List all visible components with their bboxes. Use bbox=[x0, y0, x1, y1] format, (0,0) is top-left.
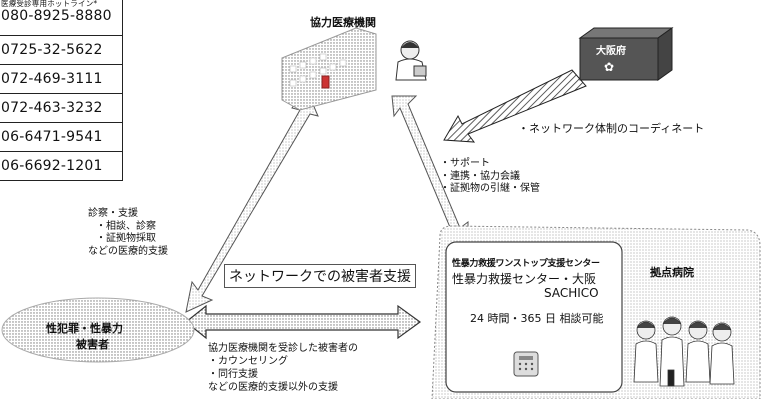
note-line: などの医療的支援以外の支援 bbox=[208, 382, 338, 393]
note-line: ・証拠物採取 bbox=[96, 233, 156, 244]
hotline-cell: 医療受診専用ホットライン* 080-8925-8880 bbox=[0, 0, 123, 36]
note-line: ・証拠物の引継・保管 bbox=[440, 183, 540, 194]
victim-center-arrow bbox=[185, 304, 422, 340]
center-box bbox=[445, 241, 623, 393]
phone-number: 072-469-3111 bbox=[0, 64, 123, 94]
note-line: ・カウンセリング bbox=[208, 356, 288, 367]
osaka-box-front bbox=[579, 37, 659, 81]
osaka-emblem-icon: ✿ bbox=[604, 60, 615, 74]
center-header: 性暴力救援ワンストップ支援センター bbox=[452, 259, 600, 269]
note-line: ・サポート bbox=[440, 158, 490, 169]
hotline-title: 医療受診専用ホットライン* bbox=[1, 0, 98, 8]
hospital-victim-note: 診察・支援 ・相談、診察 ・証拠物採取 などの医療的支援 bbox=[88, 208, 168, 258]
coordinate-label: ・ネットワーク体制のコーディネート bbox=[518, 122, 705, 135]
telephone-icon bbox=[513, 351, 539, 377]
note-line: 協力医療機関を受診した被害者の bbox=[208, 343, 358, 354]
note-line: ・同行支援 bbox=[208, 369, 258, 380]
victim-ellipse bbox=[1, 297, 195, 363]
note-line: などの医療的支援 bbox=[88, 245, 168, 257]
note-line: ・連携・協力会議 bbox=[440, 170, 520, 182]
center-hours: 24 時間・365 日 相談可能 bbox=[470, 312, 604, 325]
osaka-box-top bbox=[578, 27, 674, 39]
hotline-table: 医療受診専用ホットライン* 080-8925-8880 0725-32-5622… bbox=[0, 0, 123, 181]
hospital-victim-arrow bbox=[185, 86, 319, 313]
victim-label-1: 性犯罪・性暴力 bbox=[46, 322, 123, 335]
medical-staff-icon bbox=[633, 316, 735, 387]
phone-number: 06-6692-1201 bbox=[0, 151, 123, 181]
center-hospital-note: ・サポート ・連携・協力会議 ・証拠物の引継・保管 bbox=[440, 158, 540, 196]
victim-label-2: 被害者 bbox=[76, 338, 109, 351]
center-victim-note: 協力医療機関を受診した被害者の ・カウンセリング ・同行支援 などの医療的支援以… bbox=[208, 342, 358, 394]
center-name-2: SACHICO bbox=[544, 286, 599, 300]
phone-number: 06-6471-9541 bbox=[0, 122, 123, 152]
hotline-number: 080-8925-8880 bbox=[1, 8, 112, 24]
doctor-icon bbox=[395, 40, 427, 81]
network-support-label: ネットワークでの被害者支援 bbox=[224, 264, 416, 288]
note-line: 診察・支援 bbox=[88, 208, 138, 219]
osaka-label: 大阪府 bbox=[596, 46, 626, 57]
coordinate-arrow bbox=[443, 69, 587, 143]
base-hospital-label: 拠点病院 bbox=[650, 266, 694, 279]
center-name-1: 性暴力救援センター・大阪 bbox=[452, 272, 597, 286]
cooperating-hospital-label: 協力医療機関 bbox=[310, 16, 376, 29]
note-line: ・相談、診察 bbox=[96, 220, 156, 232]
hospital-building-icon bbox=[281, 27, 377, 111]
